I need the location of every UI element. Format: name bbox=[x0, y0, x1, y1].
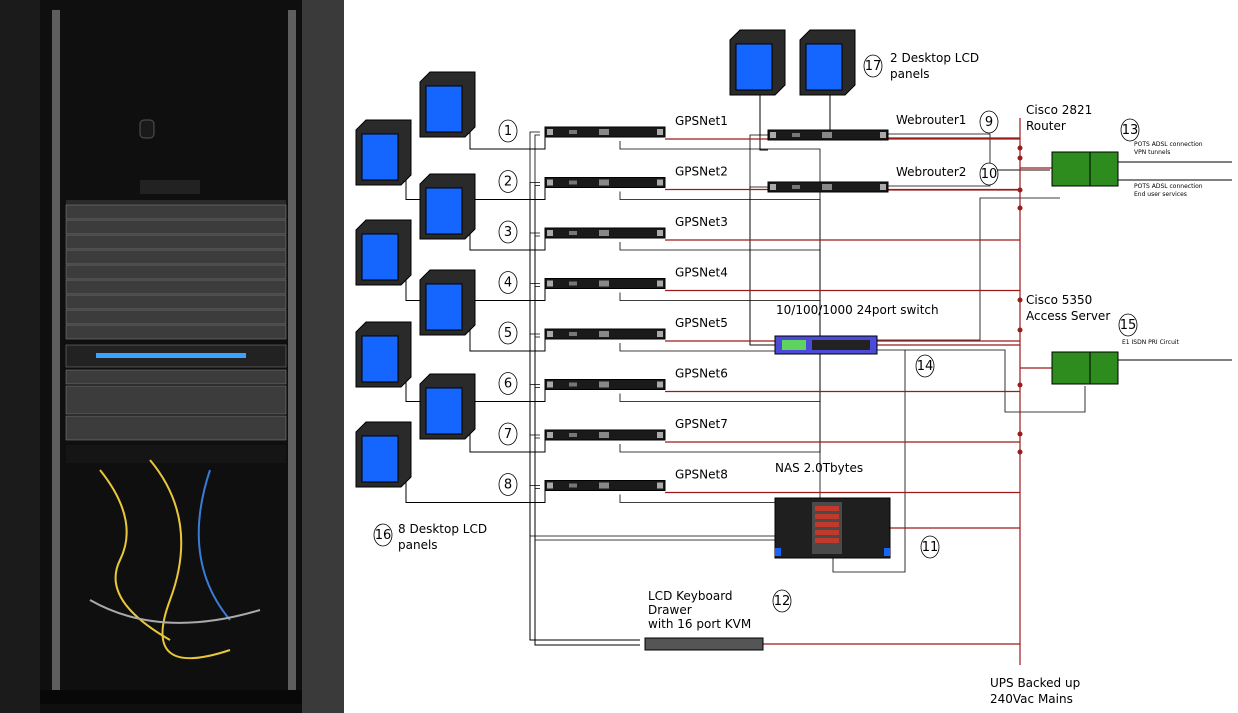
server-number-8: 8 bbox=[504, 478, 512, 493]
webrouter-number-9: 9 bbox=[985, 115, 993, 130]
lcd-left-panel-2 bbox=[355, 119, 412, 186]
lcd-left-panel-1 bbox=[419, 71, 476, 138]
access-server-number-circle bbox=[1118, 313, 1138, 337]
lcd-top-panel-2 bbox=[799, 29, 856, 96]
gpsnet-server-2 bbox=[544, 177, 666, 188]
server-number-3-circle bbox=[498, 220, 518, 244]
gpsnet-server-1 bbox=[544, 126, 666, 138]
lcd-left-panel-8 bbox=[355, 421, 412, 488]
gpsnet-server-5 bbox=[544, 328, 666, 340]
switch-number: 14 bbox=[917, 359, 934, 374]
access-server-circuit: E1 ISDN PRI Circuit bbox=[1122, 339, 1180, 346]
lcd-top-panel-1 bbox=[729, 29, 786, 96]
router-line-b2: End user services bbox=[1134, 191, 1187, 198]
webrouter-number-10-circle bbox=[979, 162, 999, 186]
server-number-4-circle bbox=[498, 271, 518, 294]
gpsnet-label-3: GPSNet3 bbox=[675, 215, 728, 229]
switch-port-block-2 bbox=[812, 340, 870, 350]
lcd-left-panel-7 bbox=[419, 373, 476, 440]
gpsnet-server-7 bbox=[544, 429, 666, 441]
access-server-number: 15 bbox=[1120, 318, 1137, 333]
kvm-number: 12 bbox=[774, 594, 791, 609]
router-label-1: Cisco 2821 bbox=[1026, 103, 1092, 117]
webrouter-9 bbox=[767, 129, 889, 141]
switch-port-block bbox=[782, 340, 806, 350]
lcd-left-number: 16 bbox=[375, 528, 392, 543]
lcd-top-label-1: 2 Desktop LCD bbox=[890, 51, 979, 65]
lcd-top-label-2: panels bbox=[890, 67, 930, 81]
kvm-label-3: with 16 port KVM bbox=[648, 617, 751, 631]
kvm-label-1: LCD Keyboard bbox=[648, 589, 733, 603]
server-number-7-circle bbox=[498, 422, 518, 446]
router-line-a1: POTS ADSL connection bbox=[1134, 141, 1203, 148]
router-line-b1: POTS ADSL connection bbox=[1134, 183, 1203, 190]
lcd-left-label-1: 8 Desktop LCD bbox=[398, 522, 487, 536]
gpsnet-label-5: GPSNet5 bbox=[675, 316, 728, 330]
gpsnet-label-6: GPSNet6 bbox=[675, 367, 728, 381]
nas-label: NAS 2.0Tbytes bbox=[775, 461, 863, 475]
gpsnet-server-6 bbox=[544, 379, 666, 390]
kvm-number-circle bbox=[772, 589, 792, 613]
webrouter-label-10: Webrouter2 bbox=[896, 165, 966, 179]
webrouter-number-10: 10 bbox=[981, 167, 998, 182]
lcd-keyboard-drawer bbox=[644, 637, 764, 651]
server-number-2-circle bbox=[498, 170, 518, 193]
nas-number-circle bbox=[920, 535, 940, 559]
gpsnet-label-2: GPSNet2 bbox=[675, 165, 728, 179]
nas-number: 11 bbox=[922, 540, 939, 555]
server-number-3: 3 bbox=[504, 225, 512, 240]
server-number-7: 7 bbox=[504, 427, 512, 442]
ups-label-1: UPS Backed up bbox=[990, 676, 1080, 690]
lcd-left-panel-3 bbox=[419, 173, 476, 240]
gpsnet-server-8 bbox=[544, 480, 666, 491]
access-server-label-2: Access Server bbox=[1026, 309, 1110, 323]
lcd-left-panel-5 bbox=[419, 269, 476, 336]
webrouter-10 bbox=[767, 181, 889, 193]
server-number-6: 6 bbox=[504, 377, 512, 392]
lcd-left-panel-4 bbox=[355, 219, 412, 286]
server-number-6-circle bbox=[498, 372, 518, 395]
access-server-label-1: Cisco 5350 bbox=[1026, 293, 1092, 307]
server-number-4: 4 bbox=[504, 276, 512, 291]
gpsnet-label-7: GPSNet7 bbox=[675, 417, 728, 431]
gpsnet-label-1: GPSNet1 bbox=[675, 114, 728, 128]
server-number-2: 2 bbox=[504, 175, 512, 190]
webrouter-number-9-circle bbox=[979, 110, 999, 134]
server-number-1-circle bbox=[498, 119, 518, 143]
router-line-a2: VPN tunnels bbox=[1134, 149, 1170, 156]
router-number-circle bbox=[1120, 118, 1140, 142]
server-number-5: 5 bbox=[504, 326, 512, 341]
gpsnet-server-4 bbox=[544, 278, 666, 289]
server-number-1: 1 bbox=[504, 124, 512, 139]
switch-label: 10/100/1000 24port switch bbox=[776, 303, 939, 317]
lcd-top-number-circle bbox=[863, 54, 883, 78]
router-number: 13 bbox=[1122, 123, 1139, 138]
ups-label-2: 240Vac Mains bbox=[990, 692, 1073, 706]
lcd-left-panel-6 bbox=[355, 321, 412, 388]
server-rack-photo bbox=[0, 0, 344, 713]
switch-number-circle bbox=[915, 354, 935, 378]
gpsnet-label-4: GPSNet4 bbox=[675, 266, 728, 280]
nas-storage bbox=[774, 497, 891, 559]
lcd-top-number: 17 bbox=[865, 59, 882, 74]
gpsnet-server-3 bbox=[544, 227, 666, 239]
cisco-2821-router bbox=[1051, 151, 1119, 187]
router-label-2: Router bbox=[1026, 119, 1066, 133]
cisco-5350-access-server bbox=[1051, 351, 1119, 385]
kvm-label-2: Drawer bbox=[648, 603, 692, 617]
lcd-left-number-circle bbox=[373, 523, 393, 547]
gpsnet-label-8: GPSNet8 bbox=[675, 468, 728, 482]
webrouter-label-9: Webrouter1 bbox=[896, 113, 966, 127]
server-number-5-circle bbox=[498, 321, 518, 345]
server-number-8-circle bbox=[498, 473, 518, 496]
lcd-left-label-2: panels bbox=[398, 538, 438, 552]
